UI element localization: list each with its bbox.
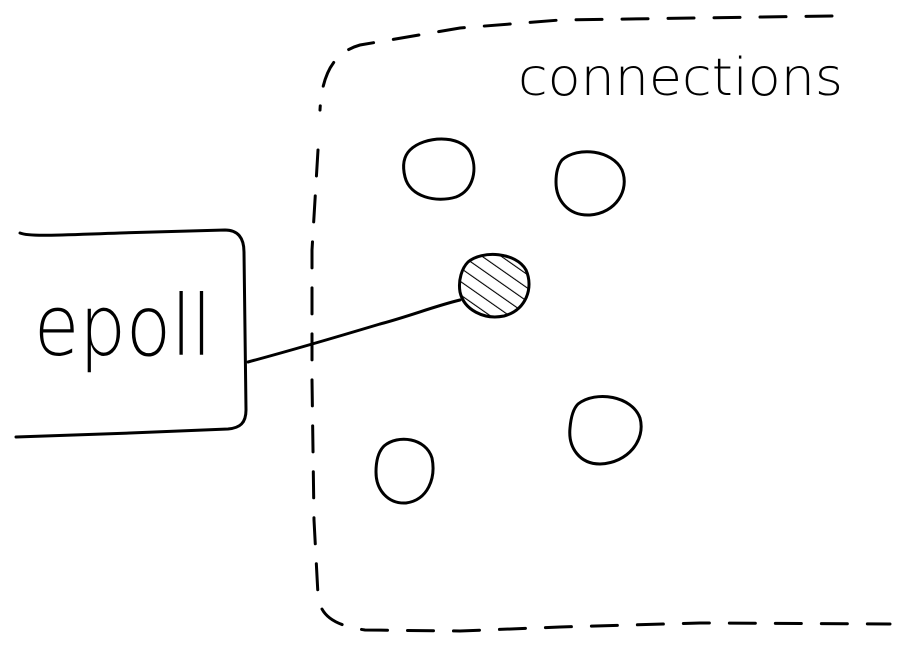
connections-label: connections [518,48,843,108]
epoll-to-connection-link [246,298,462,364]
epoll-label: epoll [34,277,212,375]
connection-node [374,437,435,505]
epoll-box [14,228,248,439]
connection-node [568,395,643,466]
connection-node [554,150,626,217]
connection-node [402,137,476,201]
connection-node-active [458,252,531,319]
connections-region [310,14,892,633]
